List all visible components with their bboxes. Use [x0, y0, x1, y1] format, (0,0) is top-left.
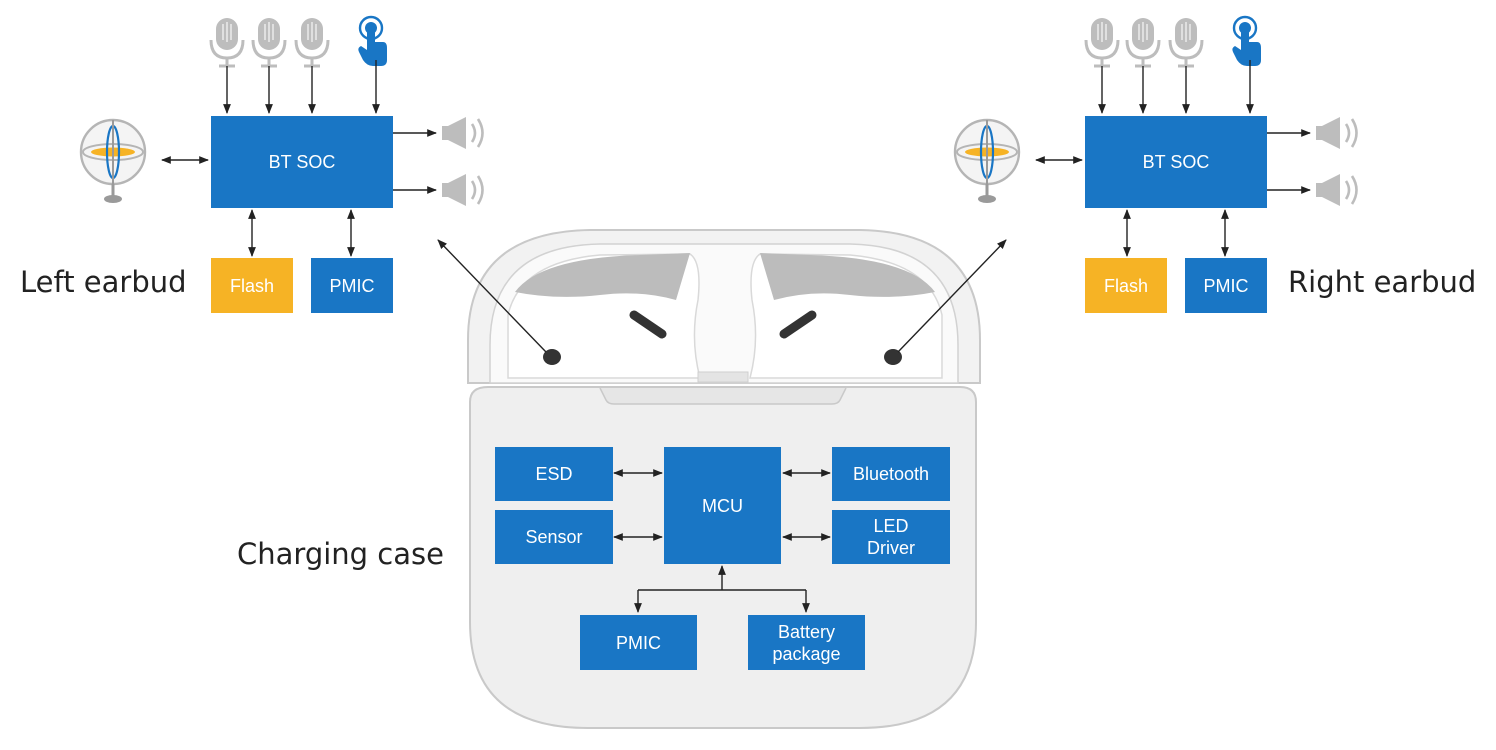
- microphone-icon: [1168, 16, 1204, 68]
- microphone-icon: [209, 16, 245, 68]
- microphone-icon: [294, 16, 330, 68]
- microphone-icon: [251, 16, 287, 68]
- left-bt-soc-block: BT SOC: [211, 116, 393, 208]
- gyroscope-sensor-icon: [953, 118, 1021, 205]
- microphone-icon: [1084, 16, 1120, 68]
- case-bluetooth-block: Bluetooth: [832, 447, 950, 501]
- case-esd-block: ESD: [495, 447, 613, 501]
- left-flash-block: Flash: [211, 258, 293, 313]
- speaker-icon: [440, 115, 484, 151]
- right-pmic-block: PMIC: [1185, 258, 1267, 313]
- speaker-icon: [1314, 115, 1358, 151]
- right-bt-soc-block: BT SOC: [1085, 116, 1267, 208]
- touch-hand-icon: [1231, 15, 1263, 68]
- case-pmic-block: PMIC: [580, 615, 697, 670]
- case-led-driver-block: LED Driver: [832, 510, 950, 564]
- speaker-icon: [440, 172, 484, 208]
- touch-hand-icon: [357, 15, 389, 68]
- earbud-left-icon: [507, 253, 701, 379]
- earbud-right-icon: [749, 253, 943, 379]
- case-sensor-block: Sensor: [495, 510, 613, 564]
- charging-case-label: Charging case: [237, 537, 444, 571]
- microphone-icon: [1125, 16, 1161, 68]
- case-mcu-block: MCU: [664, 447, 781, 564]
- right-earbud-label: Right earbud: [1288, 265, 1477, 299]
- gyroscope-sensor-icon: [79, 118, 147, 205]
- left-earbud-label: Left earbud: [20, 265, 187, 299]
- left-pmic-block: PMIC: [311, 258, 393, 313]
- right-flash-block: Flash: [1085, 258, 1167, 313]
- case-battery-package-block: Battery package: [748, 615, 865, 670]
- speaker-icon: [1314, 172, 1358, 208]
- connectors: [161, 60, 1311, 613]
